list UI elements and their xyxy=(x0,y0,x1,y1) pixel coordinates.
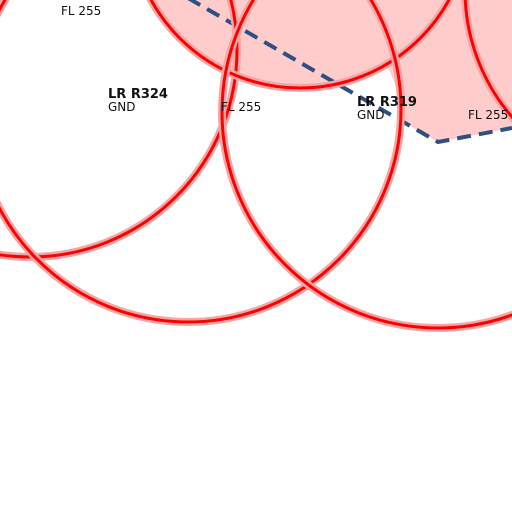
restricted-zone-circles xyxy=(0,0,512,332)
upper-limit-label-right: FL 255 xyxy=(468,108,508,122)
upper-limit-label-topleft: FL 255 xyxy=(61,4,101,18)
zone-name-lr-r319[interactable]: LR R319 xyxy=(357,95,417,110)
zone-name-lr-r324[interactable]: LR R324 xyxy=(108,87,168,102)
zone-lower-limit-lr-r324: GND xyxy=(108,100,136,114)
upper-limit-label-center: FL 255 xyxy=(221,100,261,114)
fir-boundary-line xyxy=(187,0,512,145)
zone-lower-limit-lr-r319: GND xyxy=(357,108,385,122)
restricted-zone-fill-far-right xyxy=(465,0,512,117)
shaded-restricted-area xyxy=(151,0,512,142)
zone-labels: FL 255 LR R324 GND FL 255 LR R319 GND FL… xyxy=(61,4,508,122)
